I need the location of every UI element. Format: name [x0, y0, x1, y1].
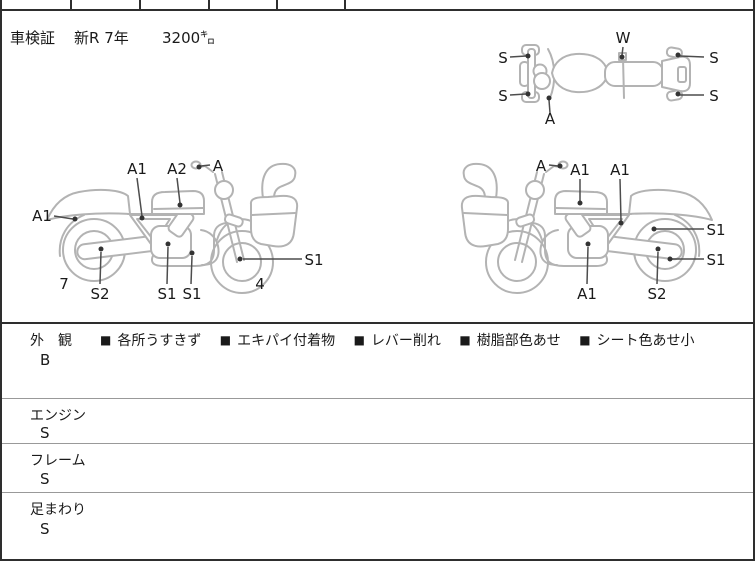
section-label: エンジン	[30, 408, 86, 424]
note-item: ■ 樹脂部色あせ	[459, 330, 560, 350]
damage-label: S1	[182, 285, 201, 303]
damage-label: A1	[610, 161, 630, 179]
table-divider	[70, 0, 72, 9]
damage-label: S	[709, 87, 719, 105]
section-engine: エンジン S	[2, 398, 753, 444]
right-bike-diagram: A A1 A1 S1 S1 A1 S2	[460, 157, 726, 303]
damage-label: S1	[157, 285, 176, 303]
table-divider	[139, 0, 141, 9]
bullet-icon: ■	[100, 333, 112, 347]
number-label: 4	[255, 275, 265, 293]
damage-label: S1	[706, 221, 725, 239]
table-divider	[276, 0, 278, 9]
note-text: エキパイ付着物	[237, 333, 336, 349]
note-text: シート色あせ小	[596, 333, 695, 349]
damage-label: A1	[577, 285, 597, 303]
exterior-notes: ■ 各所うすきず ■ エキパイ付着物 ■ レバー削れ ■ 樹脂部色あせ ■ シート色あせ小	[100, 330, 709, 350]
damage-label: A1	[570, 161, 590, 179]
damage-label: A1	[32, 207, 52, 225]
grade-value: S	[40, 470, 50, 488]
section-frame: フレーム S	[2, 443, 753, 493]
damage-label: W	[616, 29, 631, 47]
table-divider	[208, 0, 210, 9]
bullet-icon: ■	[579, 333, 591, 347]
left-bike-diagram: A1 A2 A A1 S2 S1 S1 S1 7 4	[32, 157, 323, 303]
cert-registration: 新R 7年	[74, 29, 129, 47]
number-label: 7	[59, 275, 69, 293]
top-view-bike-diagram: S S W A S S	[498, 29, 719, 125]
damage-label: S1	[304, 251, 323, 269]
grade-value: B	[40, 351, 51, 369]
note-item: ■ 各所うすきず	[100, 330, 201, 350]
damage-label: A	[545, 110, 556, 125]
section-undercarriage: 足まわり S	[2, 492, 753, 559]
note-text: レバー削れ	[370, 333, 441, 349]
grade-value: S	[40, 424, 50, 442]
section-label: フレーム	[30, 453, 86, 469]
note-item: ■ エキパイ付着物	[220, 330, 335, 350]
bullet-icon: ■	[459, 333, 471, 347]
damage-label: A	[536, 157, 547, 175]
top-table-row	[2, 0, 753, 11]
damage-label: S	[498, 87, 508, 105]
bullet-icon: ■	[353, 333, 365, 347]
section-label: 足まわり	[30, 502, 86, 518]
note-text: 各所うすきず	[117, 333, 202, 349]
damage-label: A1	[127, 160, 147, 178]
bullet-icon: ■	[219, 333, 232, 347]
damage-label: S2	[90, 285, 109, 303]
section-exterior: 外 観 ■ 各所うすきず ■ エキパイ付着物 ■ レバー削れ ■ 樹脂部色あせ ■ シート…	[2, 322, 753, 400]
table-divider	[344, 0, 346, 9]
damage-label: A2	[167, 160, 187, 178]
cert-title: 車検証	[10, 29, 56, 47]
note-text: 樹脂部色あせ	[476, 333, 561, 349]
note-item: ■ シート色あせ小	[579, 330, 694, 350]
grade-value: S	[40, 520, 50, 538]
damage-label: S	[709, 49, 719, 67]
cert-mileage: 3200㌔	[162, 29, 216, 47]
damage-label: A	[213, 157, 224, 175]
damage-label: S1	[706, 251, 725, 269]
damage-label: S2	[647, 285, 666, 303]
damage-label: S	[498, 49, 508, 67]
note-item: ■ レバー削れ	[354, 330, 441, 350]
section-label: 外 観	[30, 333, 72, 349]
